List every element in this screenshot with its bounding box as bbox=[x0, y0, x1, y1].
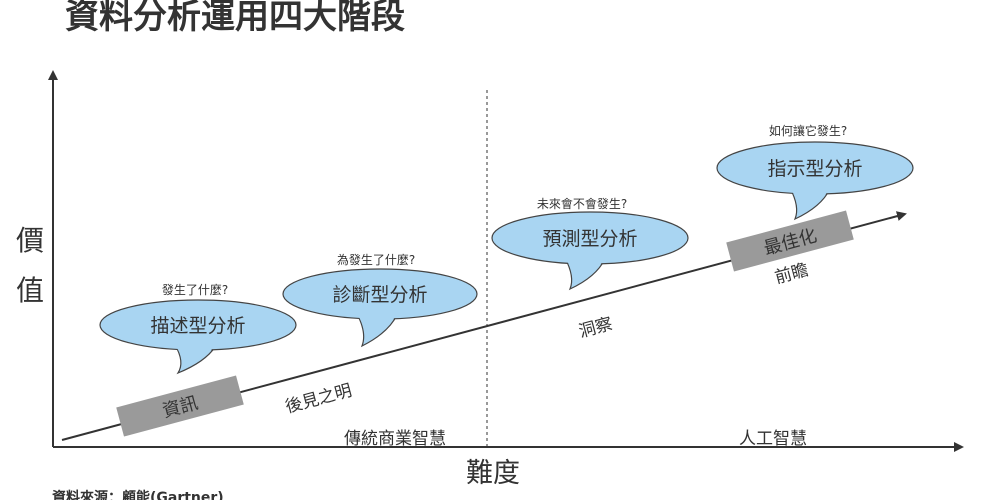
region-label-bi: 傳統商業智慧 bbox=[344, 429, 446, 449]
bubble-label: 描述型分析 bbox=[150, 315, 245, 337]
box-optimization: 最佳化 bbox=[726, 210, 854, 272]
bubble-question: 未來會不會發生? bbox=[537, 196, 627, 211]
bubble-label: 診斷型分析 bbox=[332, 284, 427, 306]
bubble-label: 指示型分析 bbox=[767, 158, 862, 180]
stage-insight: 洞察 bbox=[577, 314, 615, 342]
y-axis-label-2: 值 bbox=[16, 274, 44, 307]
y-axis-label-1: 價 bbox=[16, 224, 44, 257]
stage-hindsight: 後見之明 bbox=[283, 381, 354, 418]
region-label-ai: 人工智慧 bbox=[739, 429, 807, 449]
x-axis-label: 難度 bbox=[466, 458, 520, 489]
bubble-question: 發生了什麼? bbox=[162, 282, 228, 297]
bubble-predictive: 預測型分析 未來會不會發生? bbox=[491, 196, 689, 291]
box-information: 資訊 bbox=[116, 375, 244, 437]
bubble-question: 為發生了什麼? bbox=[337, 252, 415, 267]
bubble-diagnostic: 診斷型分析 為發生了什麼? bbox=[282, 252, 478, 348]
bubble-question: 如何讓它發生? bbox=[769, 123, 847, 138]
bubble-prescriptive: 指示型分析 如何讓它發生? bbox=[716, 123, 914, 221]
page-title: 資料分析運用四大階段 bbox=[65, 0, 405, 37]
stage-foresight: 前瞻 bbox=[773, 260, 811, 288]
bubble-descriptive: 描述型分析 發生了什麼? bbox=[99, 282, 297, 375]
bubble-label: 預測型分析 bbox=[542, 228, 637, 250]
source-note: 資料來源：顧能(Gartner) bbox=[52, 489, 224, 500]
